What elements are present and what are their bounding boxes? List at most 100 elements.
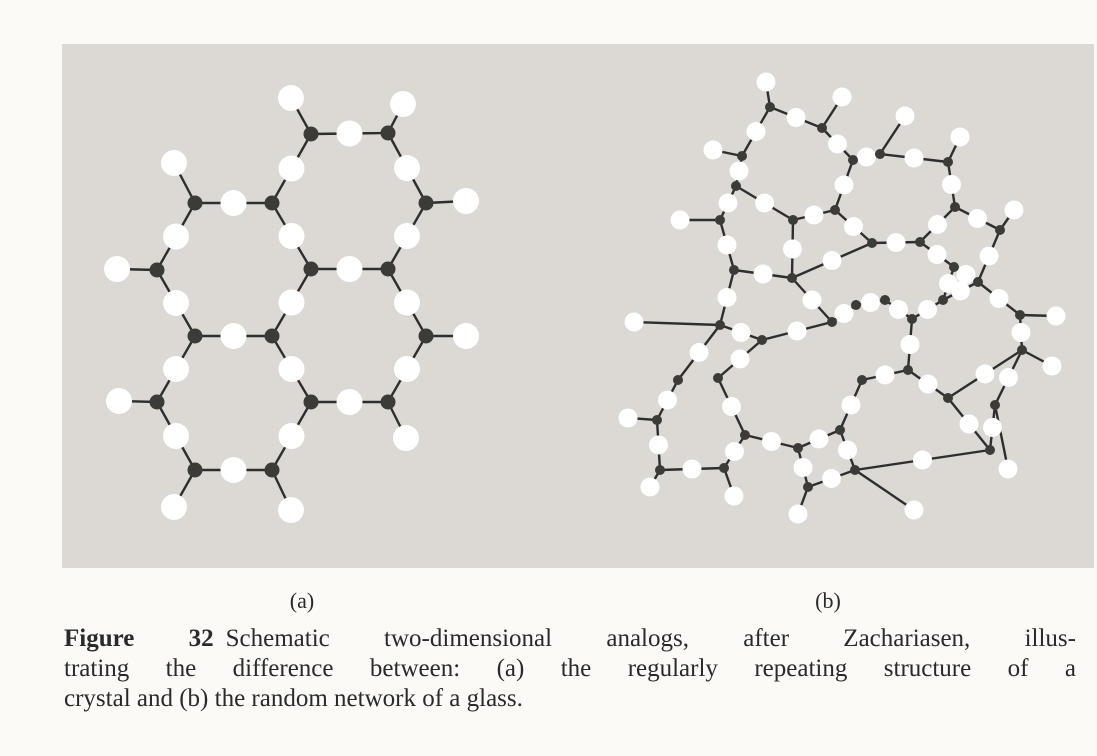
glass-light-atom [979,246,999,266]
glass-dark-atom [715,215,725,225]
glass-light-atom [999,368,1018,387]
structure-diagrams [104,72,1066,524]
glass-light-atom [624,312,644,332]
crystal-dark-atom [380,125,396,141]
glass-light-atom [950,127,970,147]
glass-dark-atom [867,238,877,248]
crystal-structure-diagram [104,85,479,523]
glass-dark-atom [719,463,729,473]
glass-light-atom [703,140,723,160]
glass-light-atoms [618,72,1066,524]
crystal-light-atom [161,150,187,176]
glass-dark-atom [850,465,860,475]
caption-line-3: crystal and (b) the random network of a … [64,685,523,712]
glass-light-atom [1004,200,1024,220]
crystal-light-atom [336,389,363,415]
crystal-light-atom [278,85,304,111]
panel-a-label: (a) [289,588,315,613]
glass-light-atom [746,122,766,141]
crystal-light-atom [278,497,304,523]
crystal-light-atom [453,188,479,214]
crystal-dark-atoms [149,125,434,478]
crystal-dark-atom [264,462,280,478]
crystal-dark-atom [303,126,319,142]
glass-light-atom [1042,356,1062,376]
glass-light-atom [889,300,908,319]
glass-light-atom [861,293,880,312]
glass-light-atom [753,264,773,284]
crystal-light-atom [163,423,189,449]
glass-light-atom [755,193,774,213]
glass-light-atom [942,175,961,194]
crystal-light-atom [220,323,247,349]
glass-light-atom [788,504,808,524]
glass-dark-atom [848,155,858,165]
glass-dark-atom [803,482,813,492]
glass-dark-atom [915,237,925,247]
glass-light-atom [998,459,1018,479]
glass-light-atom [951,281,970,301]
glass-light-atom [689,343,709,362]
glass-light-atom [828,134,847,154]
glass-light-atom [928,215,947,234]
glass-dark-atom [985,445,995,455]
glass-light-atom [729,161,749,181]
crystal-light-atom [163,290,189,316]
crystal-light-atom [220,190,247,216]
glass-bond [853,468,916,512]
crystal-dark-atom [380,394,396,410]
glass-light-atom [730,349,750,369]
glass-dark-atom [907,314,917,324]
glass-dark-atom [715,320,725,330]
glass-light-atom [900,335,920,354]
glass-dark-atom [943,393,953,403]
glass-dark-atom [817,123,827,133]
glass-dark-atom [652,415,662,425]
glass-dark-atom [740,430,750,440]
glass-dark-atom [673,375,683,385]
crystal-dark-atom [149,262,165,278]
glass-dark-atom [765,102,775,112]
glass-light-atom [725,442,744,461]
glass-dark-atom [827,317,837,327]
caption-line-1: Schematic two-dimensional analogs, after… [225,625,1076,652]
glass-dark-atom [857,375,867,385]
glass-bond [632,320,722,327]
glass-light-atom [786,108,806,127]
glass-light-atom [975,364,995,384]
crystal-light-atom [106,388,132,414]
glass-light-atom [787,321,807,341]
crystal-light-atom [278,356,305,382]
glass-light-atom [841,395,861,415]
glass-dark-atom [757,335,767,345]
crystal-dark-atom [418,328,434,344]
crystal-dark-atom [149,394,165,410]
glass-light-atom [956,265,976,284]
glass-dark-atom [943,157,953,167]
crystal-light-atom [161,494,187,520]
crystal-light-atom [278,289,305,316]
glass-dark-atom [787,273,797,283]
crystal-light-atom [104,256,130,282]
glass-light-atom [809,429,829,449]
glass-light-atom [756,72,776,92]
crystal-light-atom [163,356,189,382]
crystal-light-atom [393,425,419,451]
glass-dark-atom [938,295,948,305]
glass-light-atom [731,323,751,342]
glass-light-atom [904,500,924,520]
glass-dark-atoms [652,102,1027,492]
glass-bond [853,458,924,472]
crystal-light-atom [394,223,420,249]
glass-light-atom [802,290,822,310]
glass-light-atom [875,365,895,385]
glass-dark-atom [851,300,861,310]
glass-dark-atom [793,443,803,453]
glass-light-atom [834,175,854,195]
glass-light-atom [834,304,854,323]
glass-light-atom [783,239,802,259]
panel-b-label: (b) [815,588,841,613]
crystal-light-atom [278,423,305,449]
crystal-dark-atom [264,328,280,344]
